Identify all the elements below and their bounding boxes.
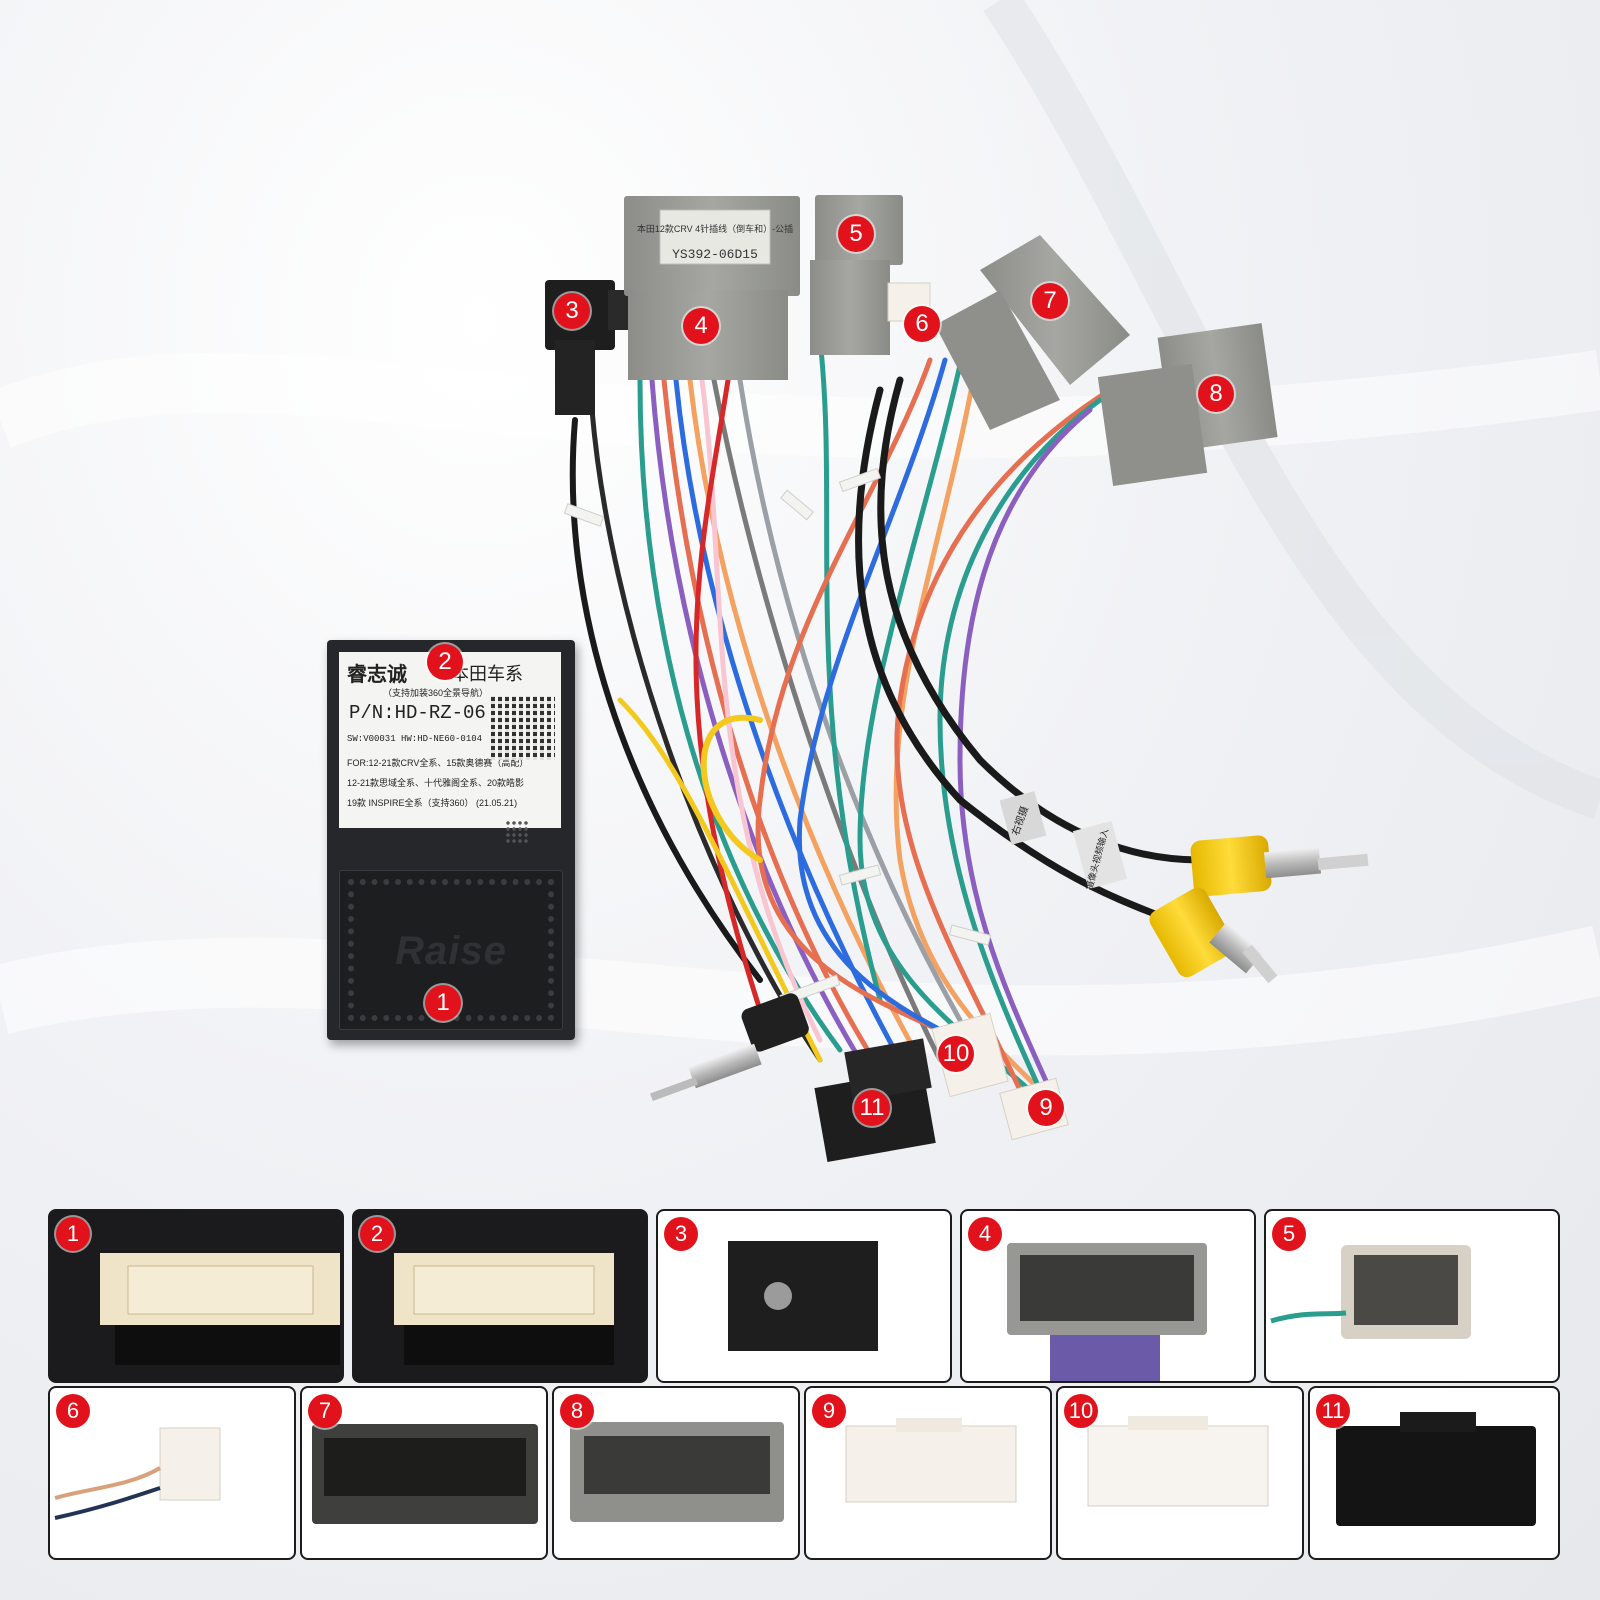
marker-7: 7 — [1032, 283, 1068, 319]
thumbnail-9-marker: 9 — [812, 1394, 846, 1428]
module-support-note: （支持加装360全景导航） — [383, 688, 489, 698]
thumbnail-8: 8 — [552, 1386, 800, 1560]
thumbnail-2-connector — [394, 1253, 614, 1365]
cable-ties — [563, 467, 992, 1006]
thumbnail-4: 4 — [960, 1209, 1256, 1383]
thumbnail-4-marker: 4 — [968, 1217, 1002, 1251]
thumbnail-7-connector — [312, 1424, 538, 1524]
module-brand: 睿志诚 — [347, 664, 407, 686]
wire-bundle — [569, 337, 1204, 1103]
thumbnail-3: 3 — [656, 1209, 952, 1383]
antenna-plug — [650, 993, 809, 1101]
thumbnail-5: 5 — [1264, 1209, 1560, 1383]
decoder-module: 睿志诚 本田车系 （支持加装360全景导航） P/N:HD-RZ-06 SW:V… — [327, 640, 575, 1040]
module-series: 本田车系 — [451, 664, 523, 684]
sticker-text: 本田12款CRV 4针插线（倒车和）-公插 — [637, 223, 793, 234]
module-part-number: P/N:HD-RZ-06 — [349, 702, 486, 724]
thumbnail-10-connector — [1087, 1416, 1269, 1507]
thumbnail-2: 2 — [352, 1209, 648, 1383]
thumbnail-3-marker: 3 — [664, 1217, 698, 1251]
marker-6: 6 — [904, 306, 940, 342]
connector-4: 本田12款CRV 4针插线（倒车和）-公插 YS392-06D15 — [624, 196, 800, 380]
sticker-model: YS392-06D15 — [672, 247, 758, 262]
thumbnail-6: 6 — [48, 1386, 296, 1560]
module-compat-1: FOR:12-21款CRV全系、15款奥德赛（高配） — [347, 758, 529, 768]
thumbnail-2-marker: 2 — [360, 1217, 394, 1251]
marker-8: 8 — [1198, 376, 1234, 412]
thumbnail-3-connector — [728, 1241, 878, 1351]
rca-plug-upper — [1190, 835, 1369, 897]
thumbnail-7-marker: 7 — [308, 1394, 342, 1428]
marker-9: 9 — [1028, 1090, 1064, 1126]
module-compat-3: 19款 INSPIRE全系（支持360） (21.05.21) — [347, 798, 518, 808]
module-compat-2: 12-21款思域全系、十代雅阁全系、20款皓影 — [347, 778, 525, 788]
thumbnail-10: 10 — [1056, 1386, 1304, 1560]
qr-code — [491, 696, 555, 760]
thumbnail-8-connector — [570, 1422, 784, 1522]
thumbnail-1-connector — [100, 1253, 340, 1365]
thumbnail-10-marker: 10 — [1064, 1394, 1098, 1428]
module-versions: SW:V00031 HW:HD-NE60-0104 — [347, 734, 483, 744]
cable-tags: 右视摄 摄像头视频输入 — [999, 791, 1128, 891]
marker-3: 3 — [554, 293, 590, 329]
thumbnail-1-marker: 1 — [56, 1217, 90, 1251]
thumbnail-9: 9 — [804, 1386, 1052, 1560]
marker-2: 2 — [427, 644, 463, 680]
module-logo: Raise — [395, 929, 507, 973]
thumbnail-11-connector — [1336, 1412, 1536, 1526]
thumbnail-1: 1 — [48, 1209, 344, 1383]
thumbnail-7: 7 — [300, 1386, 548, 1560]
module-label: 睿志诚 本田车系 （支持加装360全景导航） P/N:HD-RZ-06 SW:V… — [339, 652, 561, 828]
thumbnail-9-connector — [845, 1418, 1017, 1503]
speaker-grille — [505, 820, 529, 844]
marker-4: 4 — [683, 308, 719, 344]
thumbnail-5-marker: 5 — [1272, 1217, 1306, 1251]
thumbnail-6-marker: 6 — [56, 1394, 90, 1428]
thumbnail-6-connector — [54, 1427, 221, 1520]
marker-10: 10 — [938, 1036, 974, 1072]
thumbnail-5-connector — [1270, 1245, 1471, 1339]
thumbnail-11-marker: 11 — [1316, 1394, 1350, 1428]
marker-1: 1 — [425, 985, 461, 1021]
thumbnail-8-marker: 8 — [560, 1394, 594, 1428]
thumbnail-4-connector — [1007, 1243, 1207, 1381]
marker-11: 11 — [854, 1090, 890, 1126]
marker-5: 5 — [838, 216, 874, 252]
rca-plug-lower — [1149, 887, 1278, 984]
thumbnail-11: 11 — [1308, 1386, 1560, 1560]
